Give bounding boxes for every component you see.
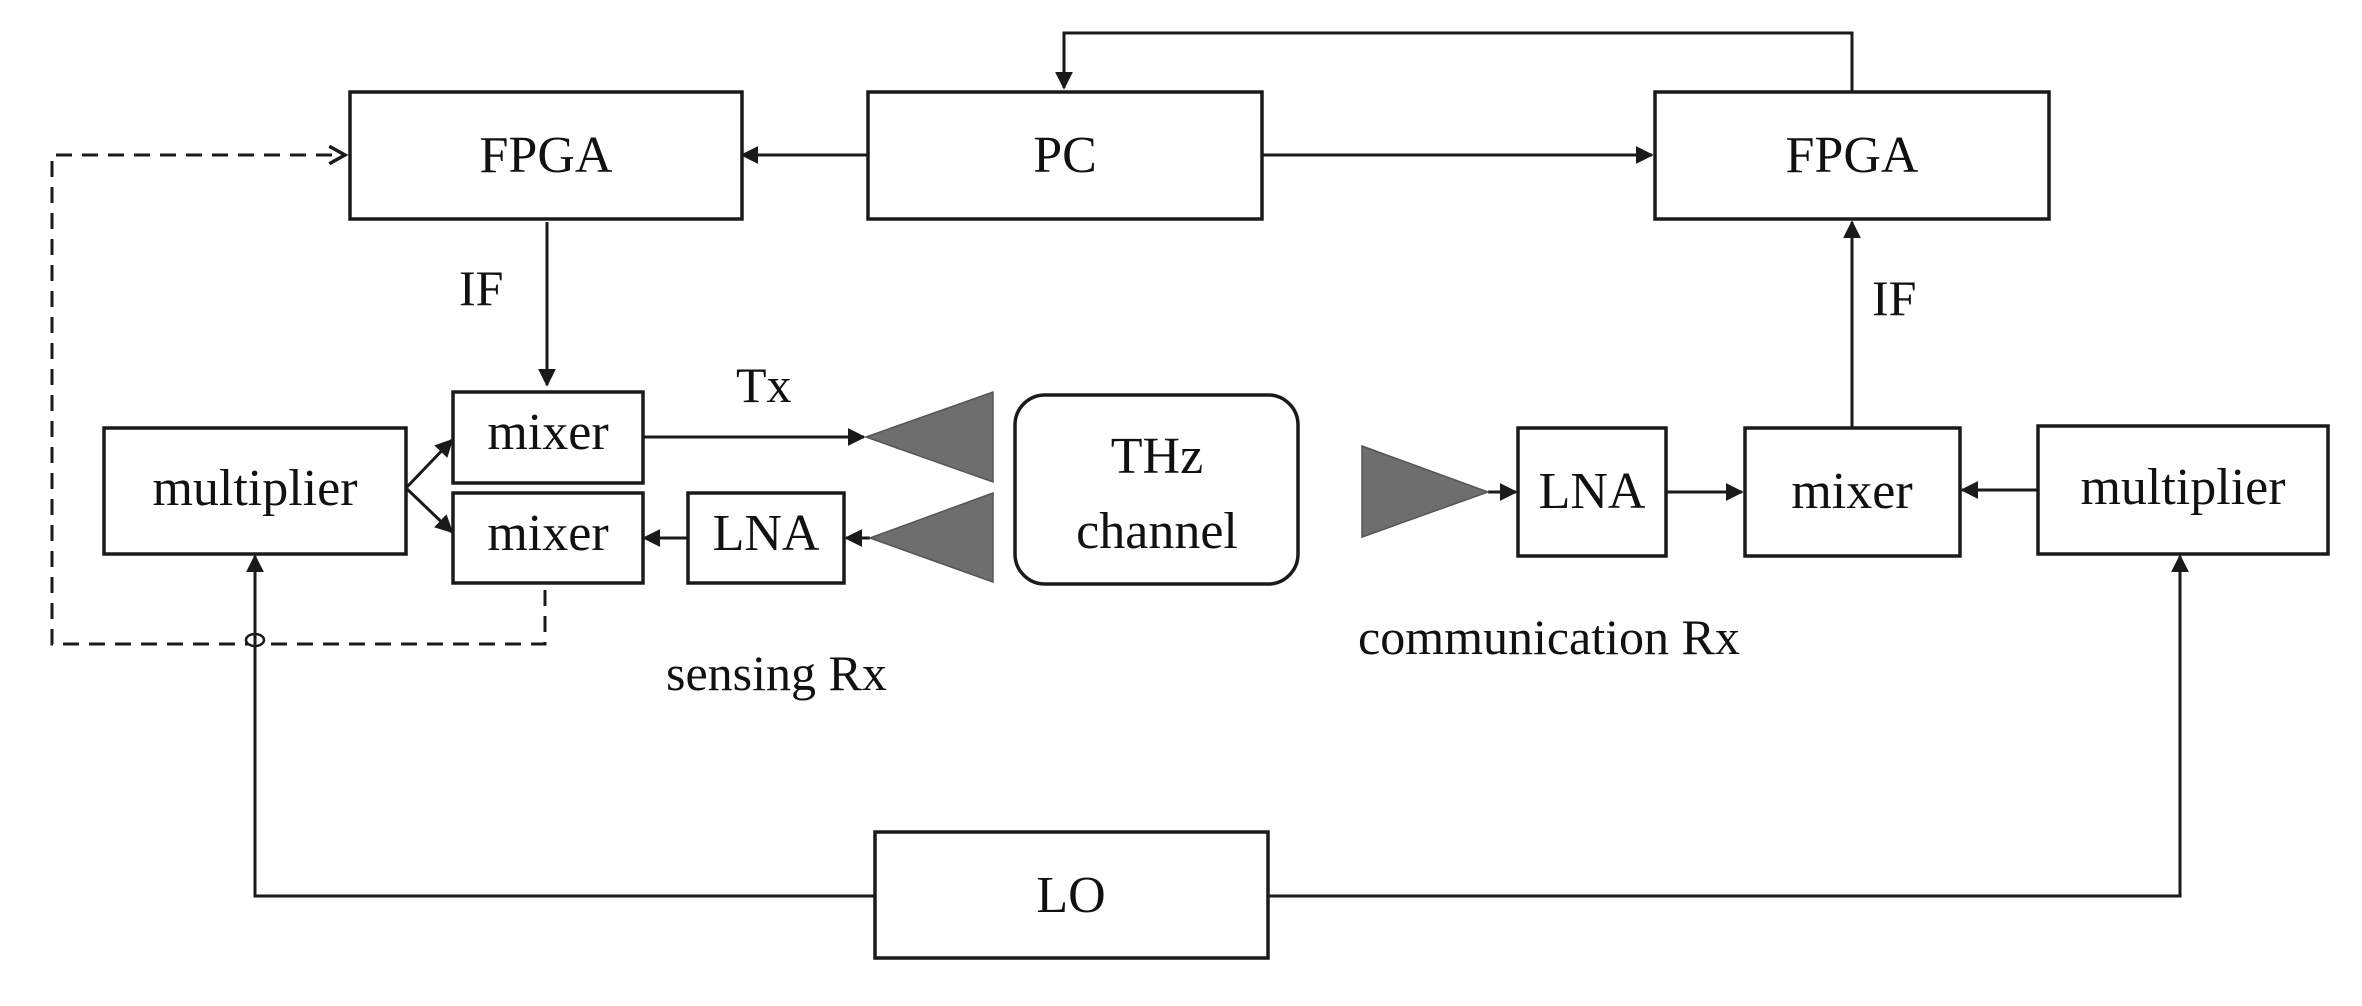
mixer-right-label: mixer <box>1791 463 1912 520</box>
multiplier-right-label: multiplier <box>2080 459 2285 516</box>
communication-rx-label: communication Rx <box>1358 609 1740 665</box>
mixer-rx-label: mixer <box>487 505 608 562</box>
if-right-label: IF <box>1872 270 1916 326</box>
pc-block: PC <box>866 90 1264 221</box>
mixer-tx-label: mixer <box>487 404 608 461</box>
wire-multiplier-to-mixer-tx <box>404 438 454 490</box>
if-left-label: IF <box>459 260 503 316</box>
mixer-tx-block: mixer <box>451 390 645 485</box>
thz-channel-block: THz channel <box>1013 393 1300 586</box>
sensing-rx-antenna-icon <box>867 491 994 584</box>
lo-label: LO <box>1036 867 1105 924</box>
sensing-rx-label: sensing Rx <box>666 645 887 701</box>
multiplier-left-label: multiplier <box>152 460 357 517</box>
fpga-left-block: FPGA <box>348 90 744 221</box>
multiplier-right-block: multiplier <box>2036 424 2330 556</box>
mixer-rx-block: mixer <box>451 491 645 585</box>
lo-block: LO <box>873 830 1270 960</box>
multiplier-left-block: multiplier <box>102 426 408 556</box>
fpga-right-label: FPGA <box>1786 127 1919 184</box>
fpga-left-label: FPGA <box>480 127 613 184</box>
wire-fpga-right-to-pc-loop <box>1055 31 1854 92</box>
mixer-right-block: mixer <box>1743 426 1962 558</box>
wire-lo-to-multiplier-left <box>246 554 875 898</box>
tx-label: Tx <box>736 357 792 413</box>
tx-antenna-icon <box>863 390 994 484</box>
lna-right-label: LNA <box>1539 463 1646 520</box>
pc-label: PC <box>1033 127 1097 184</box>
lna-right-block: LNA <box>1516 426 1668 558</box>
thz-channel-label-line2: channel <box>1076 503 1238 560</box>
dashed-feedback-loop <box>50 155 547 646</box>
communication-rx-antenna-icon <box>1361 444 1491 539</box>
lna-left-block: LNA <box>686 491 846 585</box>
wire-lo-to-multiplier-right <box>1268 554 2189 898</box>
fpga-right-block: FPGA <box>1653 90 2051 221</box>
thz-channel-label-line1: THz <box>1111 428 1203 485</box>
wire-multiplier-to-mixer-rx <box>404 486 454 534</box>
lna-left-label: LNA <box>713 505 820 562</box>
